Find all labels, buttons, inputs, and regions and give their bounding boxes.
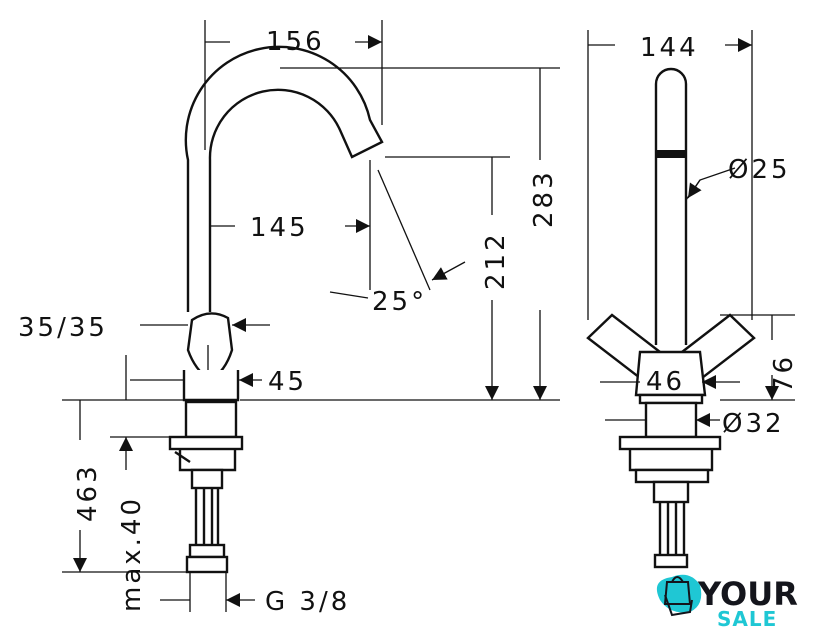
front-view-faucet xyxy=(586,67,756,569)
side-view-faucet xyxy=(168,45,384,574)
dim-connection: G 3/8 xyxy=(265,587,350,617)
dim-body-width: 45 xyxy=(268,367,307,397)
logo-text-your: YOUR xyxy=(697,575,798,613)
dim-spout-inner-reach: 145 xyxy=(250,213,309,243)
dim-shank-diameter: Ø32 xyxy=(722,409,785,439)
dim-spout-diameter: Ø25 xyxy=(728,155,791,185)
side-view-dimension-lines xyxy=(62,20,560,612)
dim-spout-angle: 25° xyxy=(372,287,427,317)
dim-front-body-width: 46 xyxy=(646,367,685,397)
dim-spout-height: 212 xyxy=(481,231,511,290)
yoursale-logo: YOUR SALE xyxy=(656,574,798,631)
dim-handle-size: 35/35 xyxy=(18,313,108,343)
dim-max-deck: 463 xyxy=(73,463,103,522)
dim-total-height: 283 xyxy=(529,169,559,228)
dim-spout-reach: 156 xyxy=(266,27,325,57)
logo-text-sale: SALE xyxy=(717,607,777,631)
dim-max-thickness: max.40 xyxy=(117,496,147,612)
front-view-dimension-lines xyxy=(587,30,795,420)
dim-handle-height: 76 xyxy=(769,354,799,393)
dim-front-width: 144 xyxy=(640,33,699,63)
